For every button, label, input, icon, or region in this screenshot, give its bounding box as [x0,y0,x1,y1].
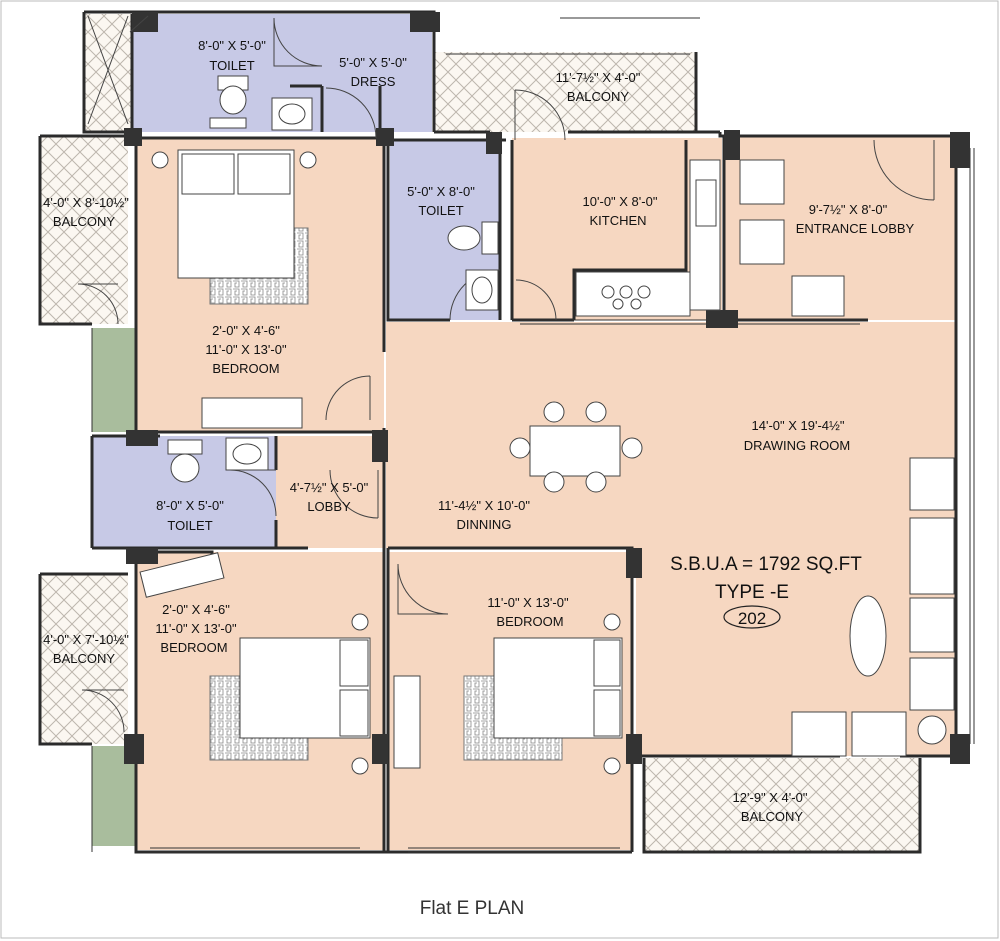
toilet-low-dim: 8'-0" X 5'-0" [156,498,224,513]
room-labels: 8'-0" X 5'-0" TOILET 5'-0" X 5'-0" DRESS… [43,38,914,824]
bedroom-2-name: BEDROOM [160,640,227,655]
bedroom-3-bed [393,613,623,775]
bedroom-1-dim1: 2'-0" X 4'-6" [212,323,280,338]
drawing-room-sofas [791,457,955,757]
garden-strip-top [92,328,136,432]
toilet-mid-dim: 5'-0" X 8'-0" [407,184,475,199]
bedroom-2-bed [139,552,371,775]
balcony-bottom-dim: 12'-9" X 4'-0" [733,790,808,805]
toilet-top-fixtures [209,75,313,131]
balcony-bottom-name: BALCONY [741,809,803,824]
balcony-left-low-dim: 4'-0" X 7'-10½" [43,632,129,647]
bedroom-1-name: BEDROOM [212,361,279,376]
unit-number-text: 202 [738,609,766,628]
balcony-left-low-area [40,574,128,744]
drawing-dim: 14'-0" X 19'-4½" [752,418,845,433]
toilet-mid-name: TOILET [418,203,463,218]
door-swings [77,15,935,733]
dinning-name: DINNING [457,517,512,532]
bedroom-3-name: BEDROOM [496,614,563,629]
entrance-dim: 9'-7½" X 8'-0" [809,202,888,217]
kitchen-counter [575,159,721,317]
toilet-low-fixtures [167,437,269,483]
dinning-dim: 11'-4½" X 10'-0" [438,498,530,513]
toilet-low-name: TOILET [167,518,212,533]
toilet-mid-fixtures [447,221,499,311]
kitchen-dim: 10'-0" X 8'-0" [583,194,658,209]
sbua-text: S.B.U.A = 1792 SQ.FT [670,554,862,575]
dress-name: DRESS [351,74,396,89]
lobby-area [276,436,384,548]
toilet-top-dim: 8'-0" X 5'-0" [198,38,266,53]
type-text: TYPE -E [715,582,789,603]
unit-number-oval [723,605,781,629]
bedroom-2-dim1: 2'-0" X 4'-6" [162,602,230,617]
bedroom-1-bed [151,149,317,429]
lobby-dim: 4'-7½" X 5'-0" [290,480,369,495]
lobby-name: LOBBY [307,499,351,514]
balcony-top-dim: 11'-7½" X 4'-0" [556,70,641,85]
dress-dim: 5'-0" X 5'-0" [339,55,407,70]
balcony-left-top-dim: 4'-0" X 8'-10½" [43,195,129,210]
columns [124,12,970,764]
dining-drawing-area [386,322,956,548]
kitchen-name: KITCHEN [589,213,646,228]
bedroom-3-dim: 11'-0" X 13'-0" [487,595,569,610]
drawing-name: DRAWING ROOM [744,438,850,453]
balcony-bottom-area [644,758,920,852]
entrance-name: ENTRANCE LOBBY [796,221,915,236]
unit-info: S.B.U.A = 1792 SQ.FT TYPE -E 202 [670,554,862,629]
balcony-left-top-name: BALCONY [53,214,115,229]
plan-caption: Flat E PLAN [420,898,525,919]
balcony-left-low-name: BALCONY [53,651,115,666]
balcony-top-name: BALCONY [567,89,629,104]
bedroom-2-dim2: 11'-0" X 13'-0" [155,621,237,636]
dining-table [509,401,643,493]
windows [150,17,975,853]
toilet-top-name: TOILET [209,58,254,73]
entrance-chairs [739,159,845,317]
balcony-left-top-area [40,136,128,324]
balcony-top-area [434,52,696,132]
bedroom-1-dim2: 11'-0" X 13'-0" [205,342,287,357]
